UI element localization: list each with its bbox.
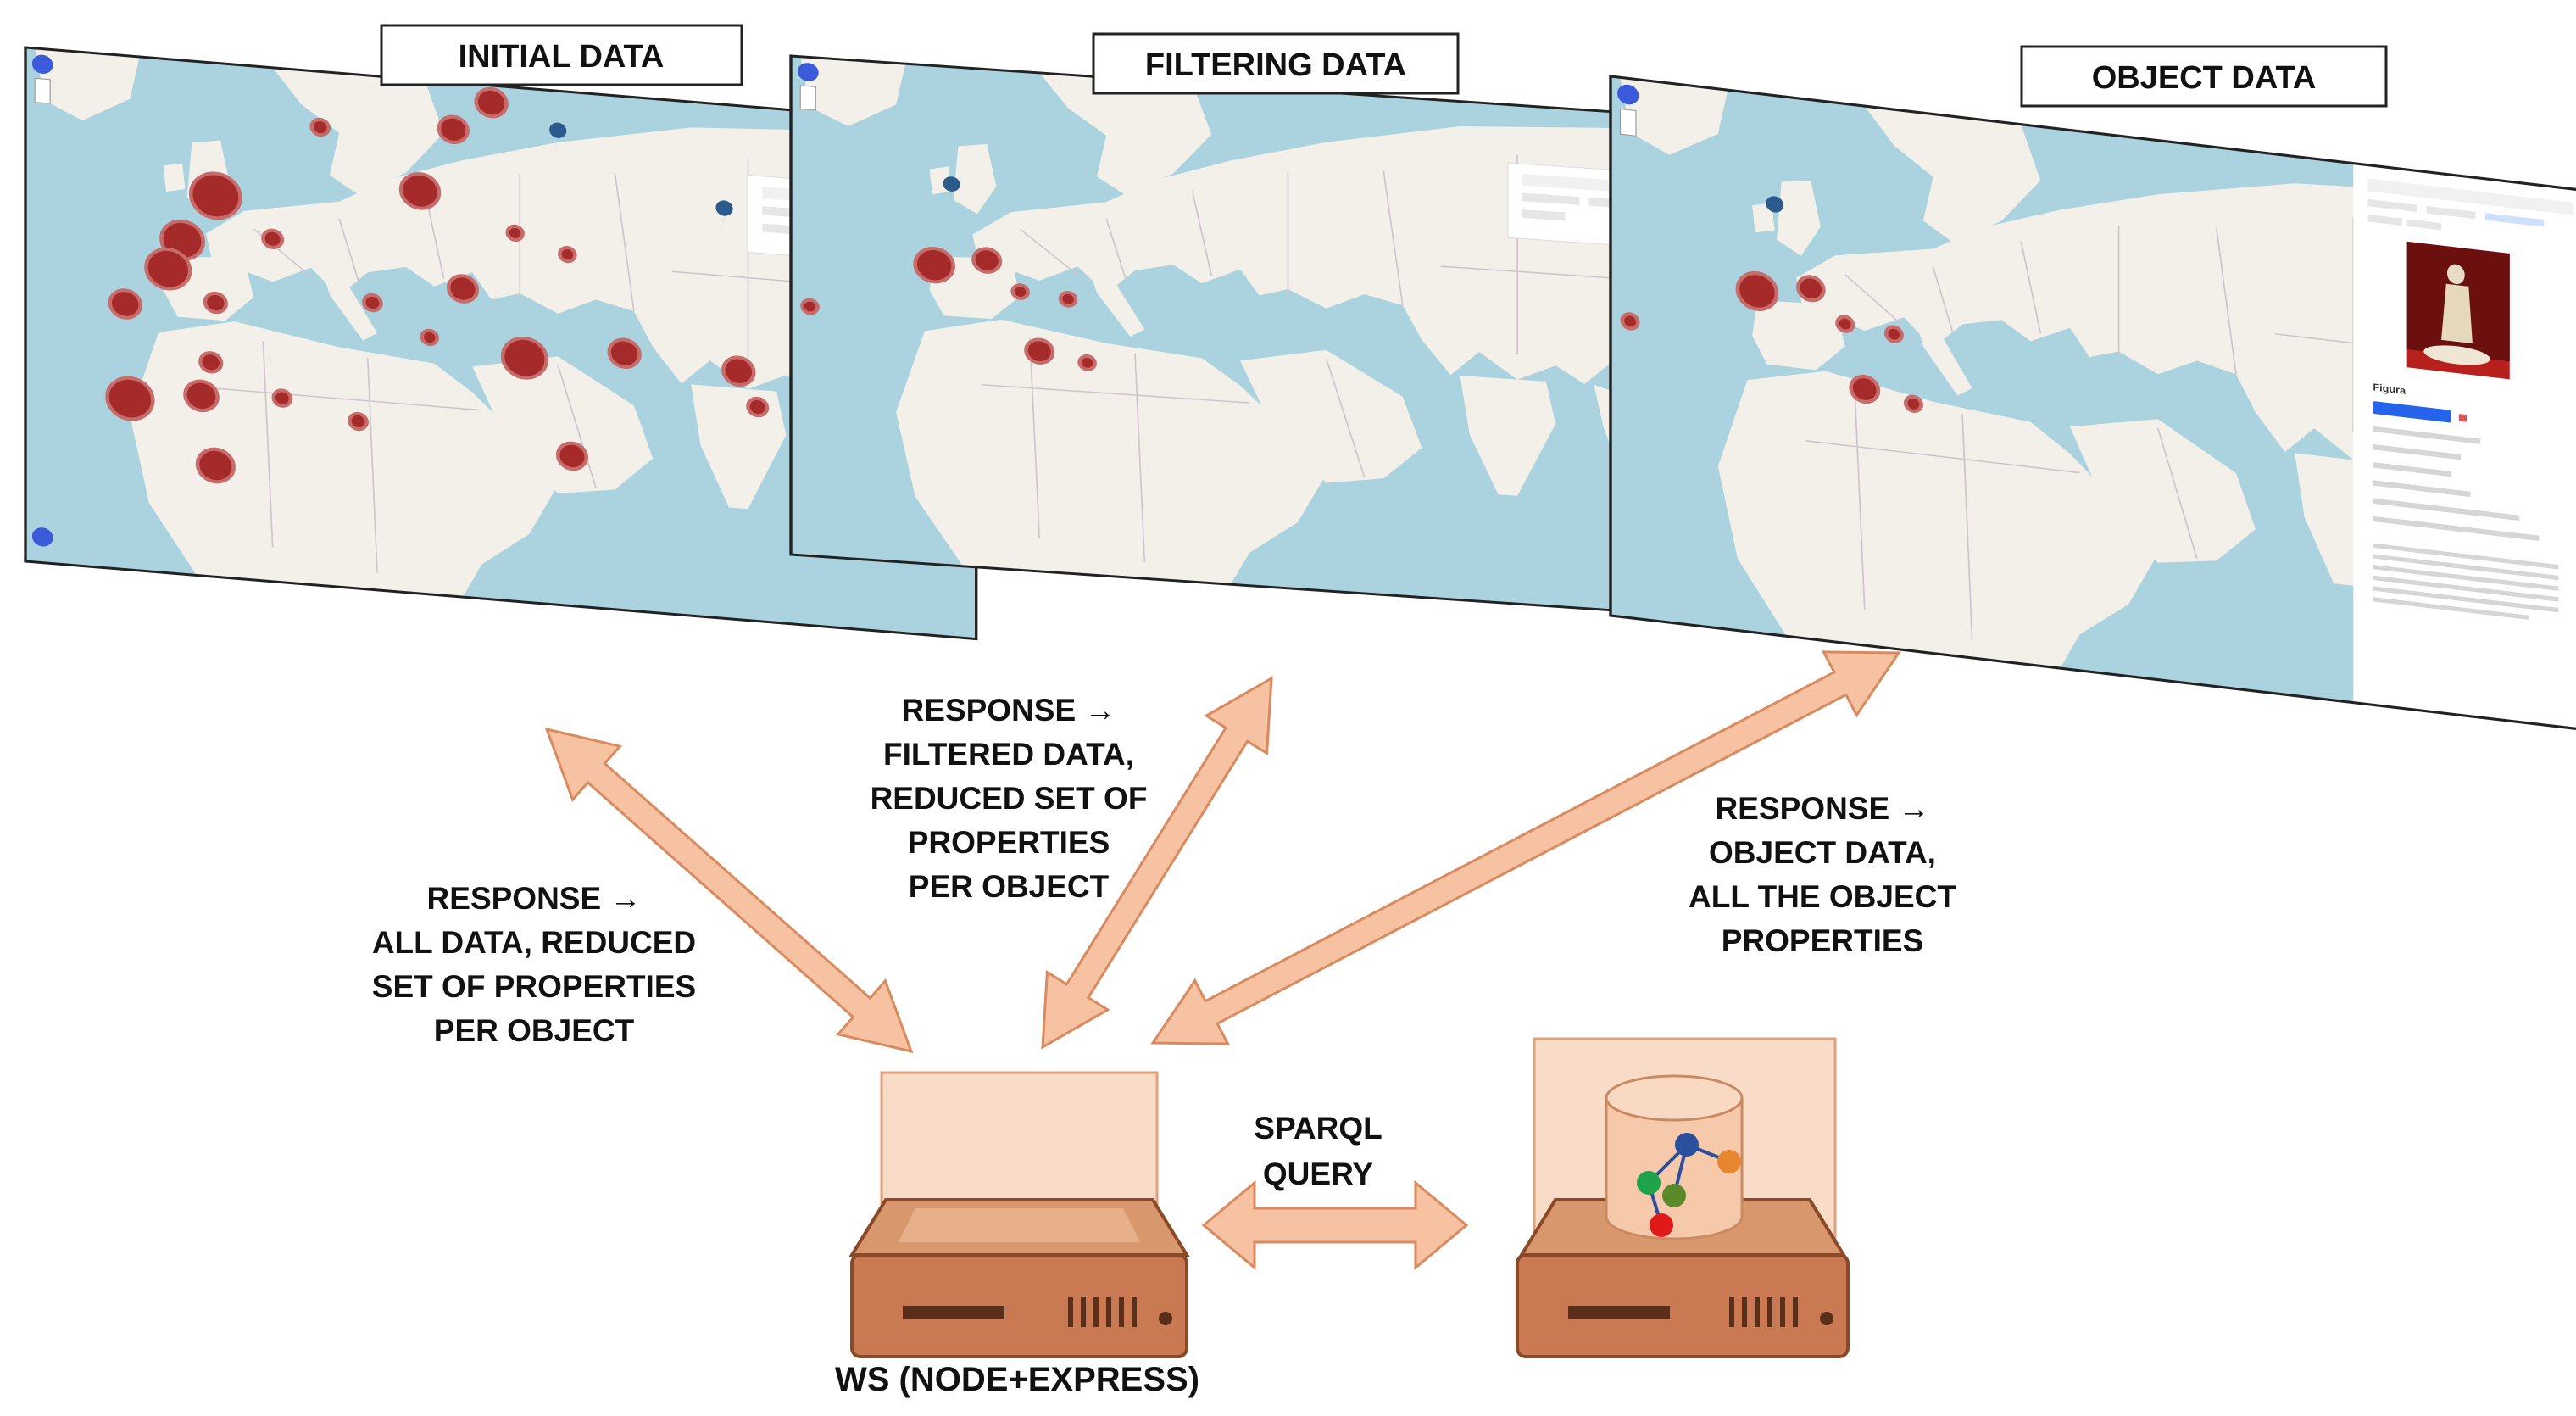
response-filtering-arrow [1041,676,1273,1050]
response-initial-line: PER OBJECT [434,1013,635,1048]
response-filtering-label: RESPONSE → FILTERED DATA, REDUCED SET OF… [871,693,1148,904]
sparql-query-line: QUERY [1263,1157,1374,1191]
arrows-layer [544,650,1901,1271]
response-object-line: RESPONSE → [1716,791,1930,826]
response-object-line: PROPERTIES [1722,923,1924,958]
database-icon [1605,1074,1744,1240]
cluster-markers[interactable] [1620,254,1923,414]
object-title-box: OBJECT DATA [2020,45,2388,108]
initial-title: INITIAL DATA [459,39,665,75]
sparql-query-label: SPARQL QUERY [1254,1111,1382,1191]
response-object-line: OBJECT DATA, [1709,835,1936,870]
response-initial-line: ALL DATA, REDUCED [372,925,696,960]
sparql-query-arrow [1201,1179,1469,1271]
response-initial-line: RESPONSE → [427,881,642,916]
response-filtering-line: FILTERED DATA, [883,737,1134,772]
object-title: OBJECT DATA [2092,60,2317,96]
response-filtering-line: PER OBJECT [909,869,1110,904]
object-photo [2406,241,2510,380]
initial-title-box: INITIAL DATA [380,24,743,86]
filtering-title: FILTERING DATA [1145,47,1406,83]
zoom-control-icon[interactable] [1617,83,1639,137]
sparql-query-line: SPARQL [1254,1111,1382,1146]
response-initial-label: RESPONSE → ALL DATA, REDUCED SET OF PROP… [372,881,696,1048]
response-object-arrow [1150,650,1901,1045]
object-data-panel: Figura [1609,75,2576,732]
triplestore-server-icon [1516,1037,1850,1358]
zoom-control-icon[interactable] [31,54,53,548]
zoom-control-icon[interactable] [797,62,819,111]
response-object-label: RESPONSE → OBJECT DATA, ALL THE OBJECT P… [1689,791,1956,958]
response-filtering-line: REDUCED SET OF [871,781,1148,816]
filtering-title-box: FILTERING DATA [1092,32,1460,95]
object-sidebar[interactable]: Figura [2353,163,2576,730]
location-pin-icon[interactable] [1766,195,1784,231]
graph-icon [1637,1133,1741,1237]
response-initial-line: SET OF PROPERTIES [372,969,696,1004]
view-in-source-button[interactable] [2373,401,2451,423]
response-filtering-line: PROPERTIES [908,825,1110,860]
response-object-line: ALL THE OBJECT [1689,879,1956,914]
response-filtering-line: RESPONSE → [902,693,1116,728]
sidebar-heading: Figura [2373,382,2406,397]
response-initial-arrow [544,727,914,1054]
ws-label: WS (NODE+EXPRESS) [835,1361,1199,1398]
filtering-data-panel [789,54,1749,622]
web-server-icon [848,1071,1190,1358]
cluster-markers[interactable] [800,237,1097,371]
